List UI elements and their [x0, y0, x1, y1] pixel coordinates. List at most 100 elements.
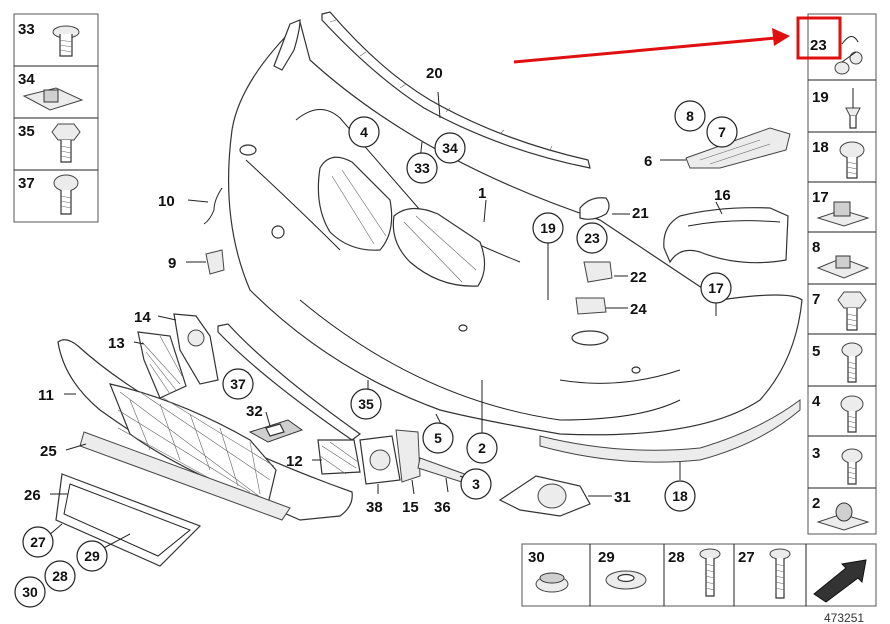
screw-33-icon — [52, 25, 80, 57]
lower-spoiler-18 — [539, 399, 801, 463]
right-item-23-label: 23 — [810, 37, 827, 54]
direction-arrow-icon — [813, 559, 867, 603]
screw-37-icon — [53, 174, 79, 215]
screw-3-icon — [841, 448, 863, 485]
label-32: 32 — [246, 403, 263, 420]
fog-light-38 — [359, 435, 401, 485]
washer-29-icon — [605, 570, 647, 590]
clip-nut-2-icon — [816, 502, 870, 531]
screw-27-icon — [769, 548, 791, 599]
fog-ring-31 — [498, 475, 591, 517]
sensor-32 — [248, 419, 304, 443]
license-bracket-25 — [79, 431, 291, 521]
screw-5-icon — [841, 342, 863, 383]
grille-frame-11 — [57, 339, 353, 521]
bracket-22 — [583, 261, 613, 283]
label-16: 16 — [714, 187, 731, 204]
label-27: 27 — [30, 534, 46, 550]
label-20: 20 — [426, 65, 443, 82]
label-6: 6 — [644, 153, 652, 170]
label-2: 2 — [478, 440, 486, 456]
left-item-34-label: 34 — [18, 71, 35, 88]
cap-23-icon — [834, 36, 863, 75]
right-item-4-label: 4 — [812, 393, 821, 410]
clip-nut-8-icon — [816, 255, 870, 279]
bottom-item-29-label: 29 — [598, 549, 615, 566]
highlight-arrow-icon — [513, 28, 790, 64]
label-21: 21 — [632, 205, 649, 222]
trim-strip-37 — [217, 323, 362, 441]
clip-nut-34-icon — [22, 87, 84, 111]
label-1: 1 — [478, 185, 486, 202]
label-36: 36 — [434, 499, 451, 516]
label-31: 31 — [614, 489, 631, 506]
label-5: 5 — [434, 430, 442, 446]
label-9: 9 — [168, 255, 176, 272]
right-item-17-label: 17 — [812, 189, 829, 206]
label-35: 35 — [358, 396, 374, 412]
bottom-item-28-label: 28 — [668, 549, 685, 566]
label-25: 25 — [40, 443, 57, 460]
highlight-box-23 — [796, 16, 842, 60]
label-30: 30 — [22, 584, 38, 600]
screw-4-icon — [840, 395, 864, 433]
label-23: 23 — [584, 230, 600, 246]
diagram-id: 473251 — [824, 611, 864, 624]
left-parts-panel: 33 34 35 37 — [13, 13, 99, 223]
right-item-19-label: 19 — [812, 89, 829, 106]
label-15: 15 — [402, 499, 419, 516]
label-24: 24 — [630, 301, 647, 318]
screw-28-icon — [699, 548, 721, 597]
label-33: 33 — [414, 160, 430, 176]
label-18: 18 — [672, 488, 688, 504]
cover-9 — [205, 249, 225, 275]
tow-hook-cap-21 — [579, 197, 610, 220]
label-8: 8 — [686, 108, 694, 124]
fog-cover-15 — [395, 429, 421, 483]
right-item-18-label: 18 — [812, 139, 829, 156]
bottom-item-27-label: 27 — [738, 549, 755, 566]
air-duct-16 — [663, 207, 789, 264]
label-7: 7 — [718, 124, 726, 140]
label-38: 38 — [366, 499, 383, 516]
mesh-insert-12 — [317, 439, 361, 475]
label-11: 11 — [38, 387, 54, 404]
right-item-3-label: 3 — [812, 445, 820, 462]
hex-bolt-35-icon — [51, 123, 81, 163]
label-29: 29 — [84, 548, 100, 564]
grommet-30-icon — [535, 572, 569, 593]
bottom-item-30-label: 30 — [528, 549, 545, 566]
upper-rail — [273, 19, 301, 71]
left-item-37-label: 37 — [18, 175, 35, 192]
label-19: 19 — [540, 220, 556, 236]
plate-holder-26 — [55, 473, 202, 567]
seal-strip-20 — [321, 11, 591, 169]
mesh-insert-13 — [137, 331, 187, 399]
label-14: 14 — [134, 309, 151, 326]
bottom-parts-panel: 30 29 28 27 — [521, 543, 877, 607]
label-17: 17 — [708, 280, 724, 296]
right-item-8-label: 8 — [812, 239, 820, 256]
label-3: 3 — [472, 476, 480, 492]
right-item-5-label: 5 — [812, 343, 820, 360]
right-parts-panel: 23 19 18 17 8 7 — [796, 13, 877, 535]
circled-labels: 4 34 33 19 23 17 8 7 37 35 5 2 3 18 27 2… — [14, 100, 738, 608]
right-item-2-label: 2 — [812, 495, 820, 512]
wire-10 — [203, 187, 223, 225]
label-4: 4 — [360, 124, 368, 140]
rivet-19-icon — [845, 88, 861, 129]
label-10: 10 — [158, 193, 175, 210]
label-37: 37 — [230, 376, 246, 392]
label-13: 13 — [108, 335, 125, 352]
bracket-24 — [575, 297, 607, 315]
label-34: 34 — [442, 140, 458, 156]
label-12: 12 — [286, 453, 303, 470]
screw-18-icon — [839, 141, 865, 179]
fog-bracket-14 — [173, 313, 219, 385]
hex-bolt-7-icon — [837, 291, 867, 331]
clip-nut-17-icon — [816, 201, 870, 227]
left-item-33-label: 33 — [18, 21, 35, 38]
right-item-7-label: 7 — [812, 291, 820, 308]
label-28: 28 — [52, 568, 68, 584]
left-item-35-label: 35 — [18, 123, 35, 140]
